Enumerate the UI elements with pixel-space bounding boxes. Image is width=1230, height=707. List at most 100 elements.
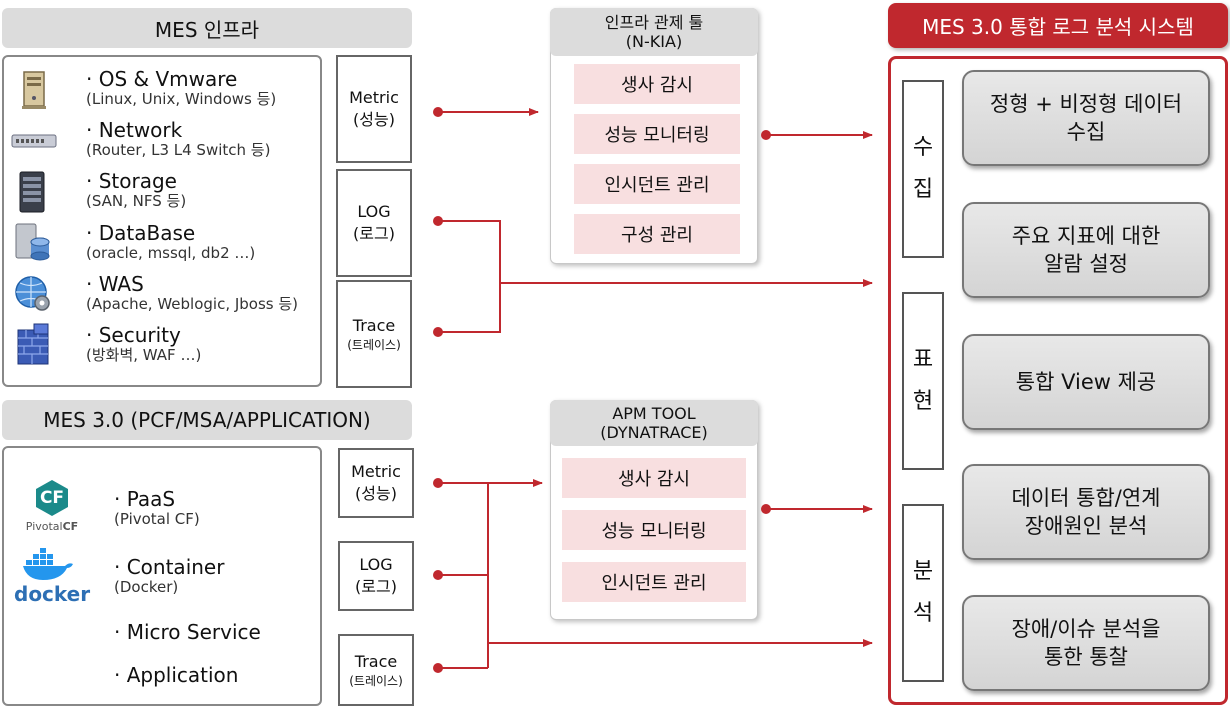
app-item-title: · Container (114, 555, 225, 579)
func-label: 구성 관리 (621, 225, 693, 246)
func-label: 생사 감시 (618, 469, 690, 490)
connector-dot (433, 570, 443, 580)
feature-box: 주요 지표에 대한 알람 설정 (962, 202, 1210, 298)
globe-gear-icon (15, 276, 50, 311)
category-char: 표 (912, 347, 934, 373)
firewall-icon (17, 323, 49, 365)
network-switch-icon (11, 134, 57, 148)
feature-line2: 통한 통찰 (1044, 645, 1128, 669)
feature-line1: 정형 + 비정형 데이터 (989, 91, 1183, 116)
category-char: 분 (912, 559, 934, 585)
system-title: MES 3.0 통합 로그 분석 시스템 (922, 15, 1194, 39)
feature-box: 통합 View 제공 (962, 334, 1210, 430)
func-label: 생사 감시 (621, 75, 693, 96)
infra-item-desc: (SAN, NFS 등) (86, 192, 187, 210)
feature-line2: 알람 설정 (1044, 252, 1128, 276)
infra-tool-title-line1: 인프라 관제 툴 (604, 12, 704, 32)
apm-tool-title-line2: (DYNATRACE) (600, 423, 708, 442)
category-collect: 수 집 (902, 80, 944, 258)
signal-sub: (로그) (353, 224, 395, 243)
connector-dot (433, 107, 443, 117)
apm-tool-item: 성능 모니터링 (562, 510, 746, 550)
apm-tool-item: 생사 감시 (562, 458, 746, 498)
infra-item-title: · Security (86, 323, 181, 347)
infra-item-title: · Storage (86, 169, 177, 193)
infra-item-database: · DataBase (oracle, mssql, db2 …) (86, 222, 255, 262)
signal-label: Metric (349, 88, 399, 108)
signal-label: Metric (351, 462, 401, 482)
app-item-title: · Micro Service (114, 620, 261, 644)
infra-metric-box: Metric (성능) (336, 55, 412, 163)
infra-item-desc: (방화벽, WAF …) (86, 346, 202, 364)
apm-tool-item: 인시던트 관리 (562, 562, 746, 602)
infra-tool-item: 성능 모니터링 (574, 114, 740, 154)
signal-sub: (성능) (355, 484, 397, 503)
signal-sub: (로그) (355, 577, 397, 596)
database-icon (15, 223, 50, 261)
infra-panel (2, 55, 322, 387)
infra-item-title: · WAS (86, 272, 144, 296)
infra-log-box: LOG (로그) (336, 169, 412, 277)
feature-line1: 데이터 통합/연계 (1011, 485, 1161, 510)
signal-sub: (트레이스) (349, 673, 403, 688)
infra-tool-title: 인프라 관제 툴 (N-KIA) (550, 8, 758, 56)
infra-trace-box: Trace (트레이스) (336, 280, 412, 388)
infra-item-security: · Security (방화벽, WAF …) (86, 324, 201, 364)
pivotal-cf-logo: CF PivotalCF (22, 478, 82, 540)
category-char: 집 (912, 177, 934, 202)
connector-dot (433, 216, 443, 226)
feature-box: 정형 + 비정형 데이터 수집 (962, 70, 1210, 166)
infra-header: MES 인프라 (2, 8, 412, 48)
feature-line2: 장애원인 분석 (1024, 514, 1148, 538)
infra-item-desc: (Apache, Weblogic, Jboss 등) (86, 295, 299, 313)
feature-line2: 수집 (1066, 120, 1106, 144)
infra-title: MES 인프라 (154, 17, 260, 42)
signal-label: LOG (359, 555, 393, 575)
system-header: MES 3.0 통합 로그 분석 시스템 (888, 3, 1228, 48)
connector-dot (433, 663, 443, 673)
app-trace-box: Trace (트레이스) (338, 634, 414, 706)
category-char: 현 (912, 389, 934, 414)
category-analysis: 분 석 (902, 504, 944, 682)
infra-tool-item: 생사 감시 (574, 64, 740, 104)
infra-tool-title-line2: (N-KIA) (625, 32, 683, 51)
infra-item-desc: (Router, L3 L4 Switch 등) (86, 141, 271, 159)
app-item-application: · Application (114, 664, 238, 686)
infra-item-storage: · Storage (SAN, NFS 등) (86, 170, 186, 210)
app-header: MES 3.0 (PCF/MSA/APPLICATION) (2, 400, 412, 440)
feature-line1: 주요 지표에 대한 (1011, 223, 1161, 248)
infra-tool-item: 인시던트 관리 (574, 164, 740, 204)
app-log-trace-connector (438, 483, 489, 669)
signal-label: Trace (354, 652, 398, 672)
infra-item-title: · OS & Vmware (86, 67, 238, 91)
feature-box: 데이터 통합/연계 장애원인 분석 (962, 464, 1210, 560)
func-label: 성능 모니터링 (604, 125, 710, 146)
app-log-box: LOG (로그) (338, 541, 414, 611)
infra-item-desc: (oracle, mssql, db2 …) (86, 244, 256, 262)
feature-line1: 통합 View 제공 (1015, 369, 1157, 394)
cf-name-bold: CF (62, 520, 79, 533)
func-label: 인시던트 관리 (604, 175, 710, 196)
app-item-title: · Application (114, 663, 239, 687)
category-char: 석 (912, 601, 934, 626)
feature-line1: 장애/이슈 분석을 (1011, 616, 1161, 641)
apm-tool-title-line1: APM TOOL (612, 403, 696, 423)
signal-sub: (성능) (353, 110, 395, 129)
app-item-paas: · PaaS (Pivotal CF) (114, 488, 200, 528)
cf-badge-icon (36, 480, 68, 516)
cf-mark: CF (39, 488, 65, 508)
docker-wordmark: docker (14, 582, 91, 606)
signal-label: Trace (352, 316, 396, 336)
infra-log-trace-connector (438, 220, 501, 333)
infra-item-was: · WAS (Apache, Weblogic, Jboss 등) (86, 273, 298, 313)
connector-dot (433, 327, 443, 337)
app-item-desc: (Pivotal CF) (114, 510, 200, 528)
app-metric-box: Metric (성능) (338, 448, 414, 518)
infra-item-network: · Network (Router, L3 L4 Switch 등) (86, 119, 270, 159)
infra-item-os: · OS & Vmware (Linux, Unix, Windows 등) (86, 68, 276, 108)
connector-dot (761, 504, 771, 514)
app-item-container: · Container (Docker) (114, 556, 224, 596)
connector-dot (433, 478, 443, 488)
storage-icon (19, 171, 45, 213)
